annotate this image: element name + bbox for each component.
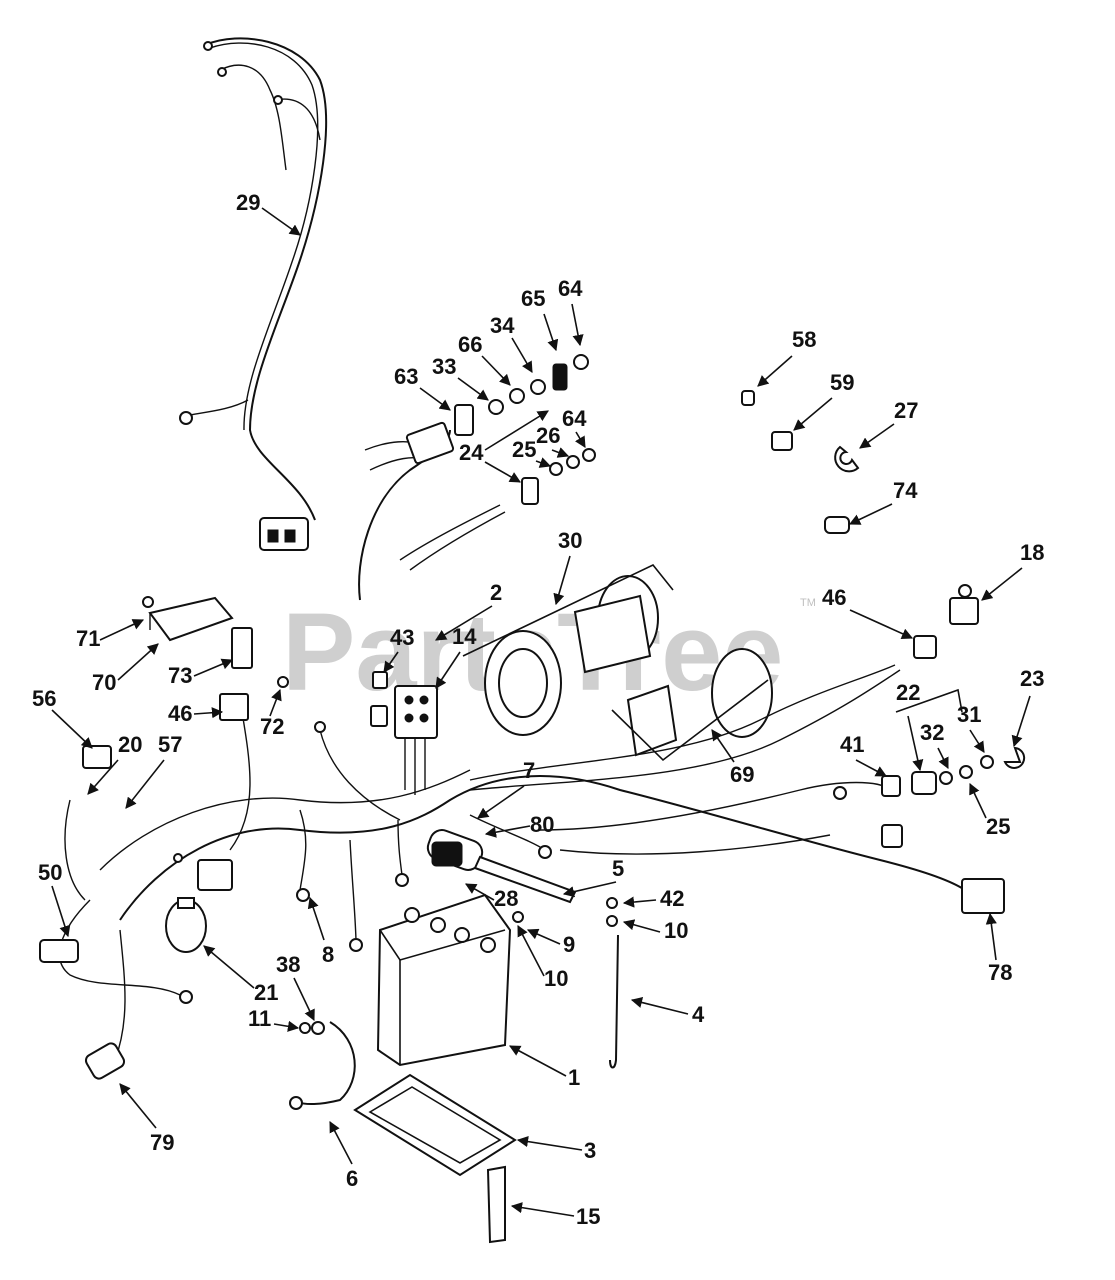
callout-7: 7 [523, 758, 535, 783]
callout-1: 1 [568, 1065, 580, 1090]
callout-6: 6 [346, 1166, 358, 1191]
callout-5: 5 [612, 856, 624, 881]
callouts: 29 63 33 66 34 65 64 64 26 25 24 58 59 2… [32, 190, 1044, 1229]
callout-27: 27 [894, 398, 918, 423]
callout-58: 58 [792, 327, 816, 352]
callout-71: 71 [76, 626, 100, 651]
callout-79: 79 [150, 1130, 174, 1155]
callout-18: 18 [1020, 540, 1044, 565]
callout-70: 70 [92, 670, 116, 695]
callout-32: 32 [920, 720, 944, 745]
callout-8: 8 [322, 942, 334, 967]
callout-29: 29 [236, 190, 260, 215]
callout-2: 2 [490, 580, 502, 605]
callout-72: 72 [260, 714, 284, 739]
callout-66: 66 [458, 332, 482, 357]
callout-56: 56 [32, 686, 56, 711]
callout-10-right: 10 [664, 918, 688, 943]
callout-78: 78 [988, 960, 1012, 985]
callout-21: 21 [254, 980, 278, 1005]
callout-23: 23 [1020, 666, 1044, 691]
callout-64-lower: 64 [562, 406, 587, 431]
callout-65: 65 [521, 286, 545, 311]
callout-24: 24 [459, 440, 484, 465]
solenoid-80 [426, 829, 618, 927]
callout-20: 20 [118, 732, 142, 757]
callout-11: 11 [248, 1006, 271, 1031]
battery-1 [376, 893, 524, 1067]
wiring-harness-29 [179, 37, 328, 551]
callout-15: 15 [576, 1204, 600, 1229]
callout-46-right: 46 [822, 585, 846, 610]
callout-64-top: 64 [558, 276, 583, 301]
callout-57: 57 [158, 732, 182, 757]
callout-41: 41 [840, 732, 864, 757]
callout-4: 4 [692, 1002, 705, 1027]
switch-assembly-63 [358, 354, 596, 601]
callout-73: 73 [168, 663, 192, 688]
fuse-block-14 [370, 671, 438, 795]
callout-26: 26 [536, 423, 560, 448]
clips-58-59-27-74 [741, 390, 860, 534]
gauge-assembly-30 [462, 564, 773, 762]
callout-22: 22 [896, 680, 920, 705]
callout-33: 33 [432, 354, 456, 379]
callout-30: 30 [558, 528, 582, 553]
callout-69: 69 [730, 762, 754, 787]
trademark-mark: TM [800, 597, 816, 609]
callout-38: 38 [276, 952, 300, 977]
callout-28: 28 [494, 886, 518, 911]
callout-46-left: 46 [168, 701, 192, 726]
callout-25-right: 25 [986, 814, 1010, 839]
bracket-70 [142, 596, 289, 688]
part-21 [165, 897, 207, 953]
callout-10-left: 10 [544, 966, 568, 991]
callout-43: 43 [390, 625, 414, 650]
battery-tray-3 [289, 934, 619, 1244]
right-switches [881, 584, 1026, 797]
callout-63: 63 [394, 364, 418, 389]
main-harness-7 [39, 664, 1005, 1080]
callout-31: 31 [957, 702, 981, 727]
callout-9: 9 [563, 932, 575, 957]
callout-50: 50 [38, 860, 62, 885]
callout-3: 3 [584, 1138, 596, 1163]
callout-74: 74 [893, 478, 918, 503]
callout-80: 80 [530, 812, 554, 837]
callout-25-top: 25 [512, 437, 536, 462]
callout-42: 42 [660, 886, 684, 911]
callout-14: 14 [452, 624, 477, 649]
callout-34: 34 [490, 313, 515, 338]
callout-59: 59 [830, 370, 854, 395]
